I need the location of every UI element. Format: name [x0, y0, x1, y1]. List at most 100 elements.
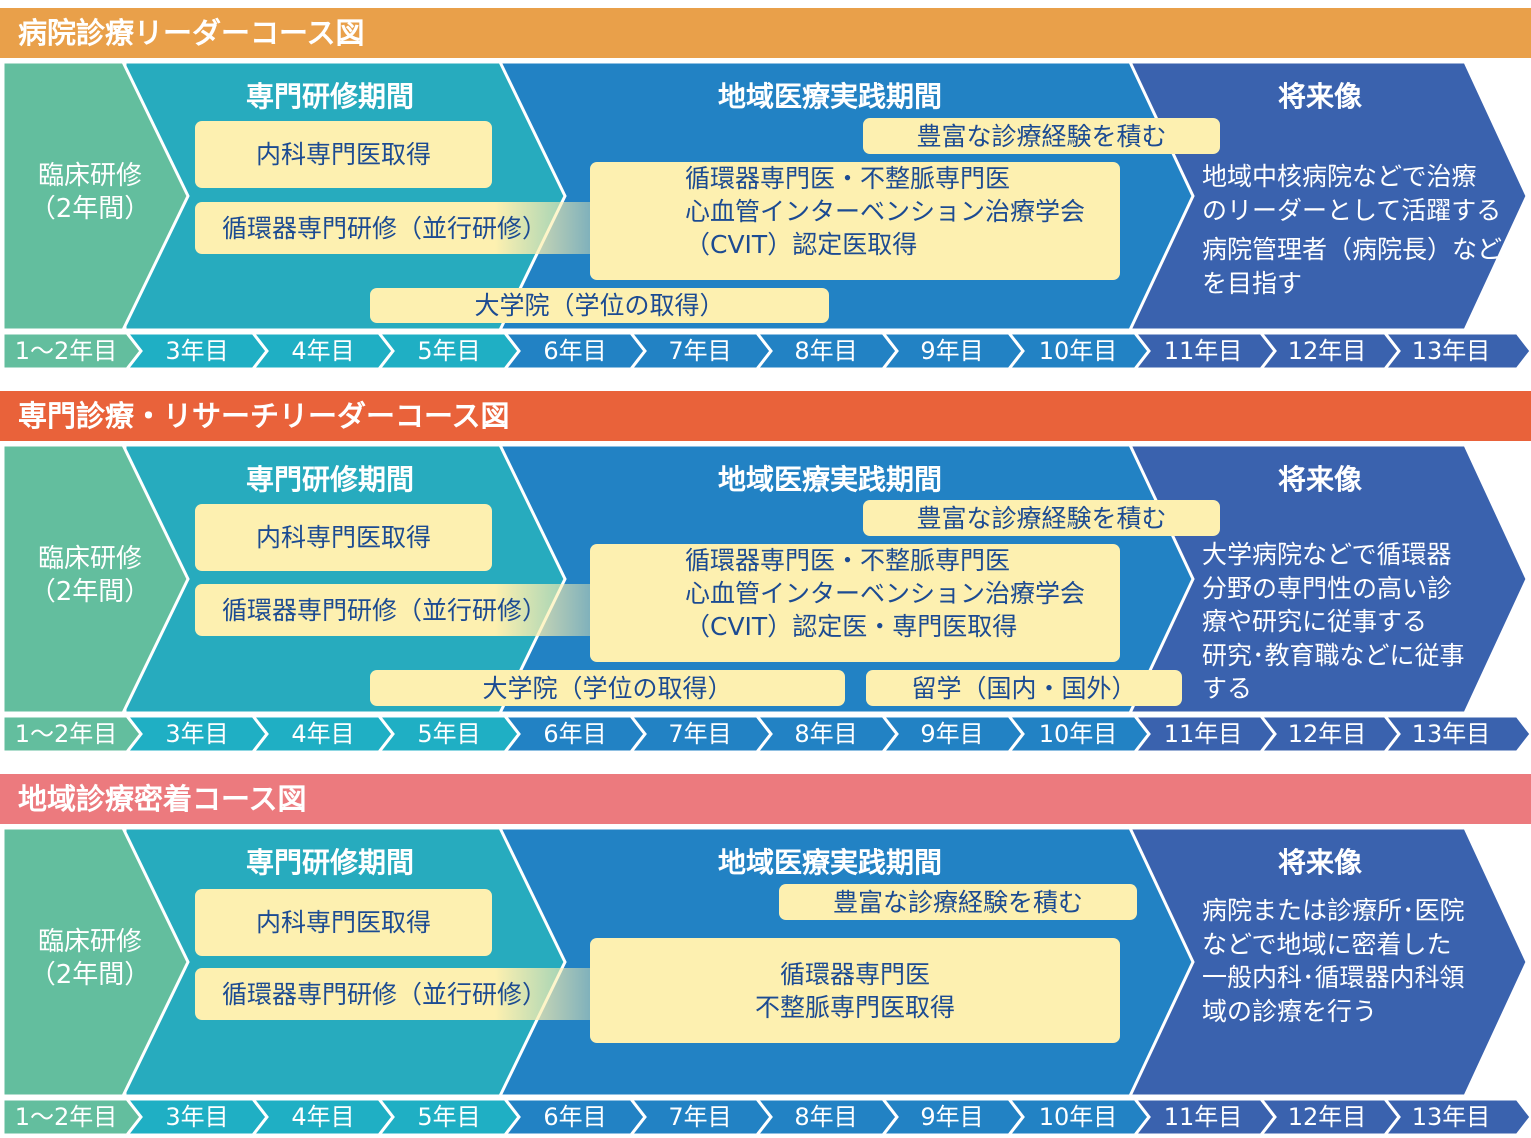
clinical-chevron — [1, 826, 190, 1098]
year-label: 12年目 — [1287, 1103, 1367, 1131]
internal-medicine-box: 内科専門医取得 — [195, 889, 492, 956]
clinical-label-line: 臨床研修 — [37, 927, 142, 957]
cert-line: （CVIT）認定医取得 — [685, 230, 918, 259]
future-line: 一般内科･循環器内科領 — [1202, 963, 1465, 992]
year-segment — [1381, 1097, 1531, 1137]
cert-line: 不整脈専門医取得 — [754, 992, 955, 1022]
section-hospital-leader: 病院診療リーダーコース図 臨床研修（2年間） 専門研修期間 地域医療実践期間 将… — [0, 0, 1531, 383]
future-line: する — [1202, 674, 1253, 703]
clinical-training-label: 臨床研修（2年間） — [20, 543, 160, 609]
clinical-label-line: 臨床研修 — [37, 544, 142, 574]
certification-box: 循環器専門医不整脈専門医取得 — [590, 938, 1120, 1043]
year-label: 8年目 — [794, 337, 858, 365]
clinical-label-line: （2年間） — [29, 194, 151, 224]
year-label: 11年目 — [1163, 1103, 1243, 1131]
year-label: 11年目 — [1163, 720, 1243, 748]
year-label: 5年目 — [417, 1103, 481, 1131]
clinical-label-line: （2年間） — [29, 577, 151, 607]
internal-medicine-box: 内科専門医取得 — [195, 121, 492, 188]
year-label: 11年目 — [1163, 337, 1243, 365]
experience-box: 豊富な診療経験を積む — [863, 500, 1220, 536]
section-specialty-research-leader: 専門診療・リサーチリーダーコース図 臨床研修（2年間） 専門研修期間 地域医療実… — [0, 383, 1531, 766]
year-label: 3年目 — [165, 720, 229, 748]
year-label: 7年目 — [668, 337, 732, 365]
clinical-label-line: （2年間） — [29, 960, 151, 990]
clinical-chevron — [1, 60, 190, 332]
year-label: 3年目 — [165, 337, 229, 365]
year-label: 4年目 — [291, 337, 355, 365]
year-label: 13年目 — [1411, 337, 1491, 365]
phase-future-title: 将来像 — [1277, 463, 1362, 496]
year-label: 9年目 — [920, 720, 984, 748]
phase-specialty-title: 専門研修期間 — [245, 846, 414, 879]
year-label: 4年目 — [291, 720, 355, 748]
phase-regional-title: 地域医療実践期間 — [717, 80, 942, 113]
year-label: 4年目 — [291, 1103, 355, 1131]
future-line: 療や研究に従事する — [1202, 607, 1428, 636]
year-label: 7年目 — [668, 720, 732, 748]
future-line: などで地域に密着した — [1202, 929, 1452, 959]
year-label: 8年目 — [794, 1103, 858, 1131]
year-label: 6年目 — [543, 720, 607, 748]
future-description: 大学病院などで循環器分野の専門性の高い診療や研究に従事する研究･教育職などに従事… — [1202, 538, 1502, 706]
clinical-chevron — [1, 443, 190, 715]
year-label: 1〜2年目 — [14, 1103, 118, 1131]
future-line: 研究･教育職などに従事 — [1202, 640, 1465, 670]
internal-medicine-box: 内科専門医取得 — [195, 504, 492, 571]
future-line: 病院管理者（病院長）など — [1202, 235, 1503, 264]
section-title: 病院診療リーダーコース図 — [0, 8, 1531, 58]
future-line: を目指す — [1202, 268, 1303, 298]
experience-box: 豊富な診療経験を積む — [863, 118, 1220, 154]
future-line: のリーダーとして活躍する — [1202, 195, 1502, 225]
year-label: 13年目 — [1411, 1103, 1491, 1131]
year-label: 5年目 — [417, 720, 481, 748]
year-segment — [1381, 331, 1531, 371]
certification-box: 循環器専門医・不整脈専門医心血管インターベンション治療学会 （CVIT）認定医・専… — [590, 544, 1120, 662]
cert-line: （CVIT）認定医・専門医取得 — [685, 612, 1018, 641]
certification-box: 循環器専門医・不整脈専門医心血管インターベンション治療学会 （CVIT）認定医取得 — [590, 162, 1120, 280]
phase-regional-title: 地域医療実践期間 — [717, 846, 942, 879]
year-label: 9年目 — [920, 1103, 984, 1131]
cert-line: 心血管インターベンション治療学会 — [685, 197, 1086, 226]
year-segment — [1381, 714, 1531, 754]
year-label: 12年目 — [1287, 337, 1367, 365]
future-line: 地域中核病院などで治療 — [1202, 162, 1477, 191]
year-label: 8年目 — [794, 720, 858, 748]
year-label: 6年目 — [543, 1103, 607, 1131]
cert-line: 循環器専門医・不整脈専門医 — [685, 164, 1011, 193]
year-label: 3年目 — [165, 1103, 229, 1131]
year-label: 9年目 — [920, 337, 984, 365]
clinical-training-label: 臨床研修（2年間） — [20, 926, 160, 992]
future-description: 病院または診療所･医院などで地域に密着した一般内科･循環器内科領域の診療を行う — [1202, 894, 1502, 1028]
phase-specialty-title: 専門研修期間 — [245, 80, 414, 113]
year-label: 1〜2年目 — [14, 337, 118, 365]
year-label: 6年目 — [543, 337, 607, 365]
year-label: 1〜2年目 — [14, 720, 118, 748]
cert-line: 循環器専門医 — [779, 959, 930, 989]
study-abroad-box: 留学（国内・国外） — [866, 670, 1182, 706]
section-title: 地域診療密着コース図 — [0, 774, 1531, 824]
cert-line: 心血管インターベンション治療学会 — [685, 579, 1086, 608]
future-line: 大学病院などで循環器 — [1202, 540, 1452, 569]
clinical-training-label: 臨床研修（2年間） — [20, 160, 160, 226]
phase-specialty-title: 専門研修期間 — [245, 463, 414, 496]
future-description: 地域中核病院などで治療のリーダーとして活躍する病院管理者（病院長）などを目指す — [1202, 160, 1502, 300]
year-label: 5年目 — [417, 337, 481, 365]
phase-future-title: 将来像 — [1277, 846, 1362, 879]
cert-line: 循環器専門医・不整脈専門医 — [685, 546, 1011, 575]
year-label: 10年目 — [1038, 337, 1118, 365]
future-line: 分野の専門性の高い診 — [1202, 573, 1453, 603]
experience-box: 豊富な診療経験を積む — [779, 884, 1137, 920]
year-label: 10年目 — [1038, 720, 1118, 748]
grad-school-box: 大学院（学位の取得） — [370, 670, 845, 706]
grad-school-box: 大学院（学位の取得） — [370, 288, 829, 323]
year-label: 12年目 — [1287, 720, 1367, 748]
clinical-label-line: 臨床研修 — [37, 161, 142, 191]
year-label: 7年目 — [668, 1103, 732, 1131]
section-community-care: 地域診療密着コース図 臨床研修（2年間） 専門研修期間 地域医療実践期間 将来像… — [0, 766, 1531, 1138]
year-label: 10年目 — [1038, 1103, 1118, 1131]
future-line: 域の診療を行う — [1202, 996, 1378, 1026]
phase-future-title: 将来像 — [1277, 80, 1362, 113]
year-label: 13年目 — [1411, 720, 1491, 748]
